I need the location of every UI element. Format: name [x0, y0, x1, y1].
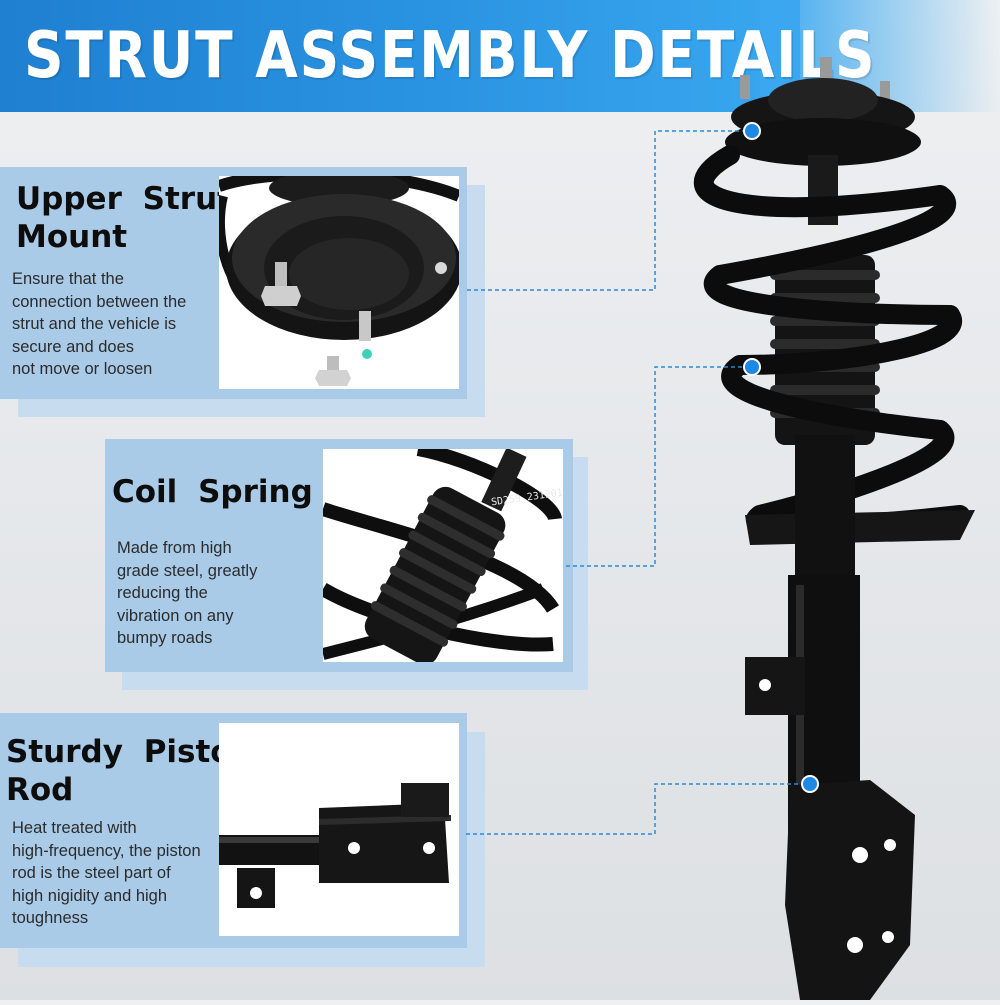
- piston-rod-desc-line: rod is the steel part of: [12, 864, 171, 882]
- coil-spring-description: Made from high grade steel, greatly redu…: [117, 537, 317, 650]
- piston-rod-desc-line: high nigidity and high: [12, 886, 168, 905]
- coil-spring-desc-line: reducing the: [117, 584, 208, 602]
- upper-mount-title-line1: Upper Strut: [16, 181, 232, 217]
- upper-mount-desc-line: Ensure that the: [12, 270, 124, 288]
- upper-mount-desc-line: connection between the: [12, 292, 187, 311]
- piston-rod-title-line2: Rod: [6, 772, 74, 808]
- coil-spring-title: Coil Spring: [112, 473, 313, 511]
- coil-spring-desc-line: vibration on any: [117, 606, 234, 625]
- coil-spring-title-line1: Coil Spring: [112, 474, 313, 510]
- piston-rod-title: Sturdy Piston Rod: [6, 733, 254, 809]
- coil-spring-desc-line: Made from high: [117, 539, 232, 557]
- coil-spring-desc-line: grade steel, greatly: [117, 561, 258, 580]
- piston-rod-desc-line: toughness: [12, 909, 89, 927]
- strut-assembly-image: [640, 45, 1000, 1000]
- piston-rod-desc-line: Heat treated with: [12, 819, 137, 837]
- upper-mount-desc-line: strut and the vehicle is: [12, 315, 177, 333]
- upper-mount-photo: [219, 176, 459, 389]
- upper-mount-description: Ensure that the connection between the s…: [12, 268, 212, 381]
- piston-rod-desc-line: high-frequency, the piston: [12, 841, 201, 860]
- upper-mount-desc-line: not move or loosen: [12, 360, 153, 378]
- piston-rod-photo: [219, 723, 459, 936]
- header-banner: [0, 0, 800, 112]
- piston-rod-title-line1: Sturdy Piston: [6, 734, 254, 770]
- coil-spring-desc-line: bumpy roads: [117, 629, 213, 647]
- upper-mount-desc-line: secure and does: [12, 337, 135, 356]
- coil-spring-photo: SD259 231201: [323, 449, 563, 662]
- piston-rod-description: Heat treated with high-frequency, the pi…: [12, 817, 212, 930]
- upper-mount-title-line2: Mount: [16, 219, 128, 255]
- upper-mount-title: Upper Strut Mount: [16, 180, 232, 256]
- page-title: STRUT ASSEMBLY DETAILS: [24, 19, 877, 93]
